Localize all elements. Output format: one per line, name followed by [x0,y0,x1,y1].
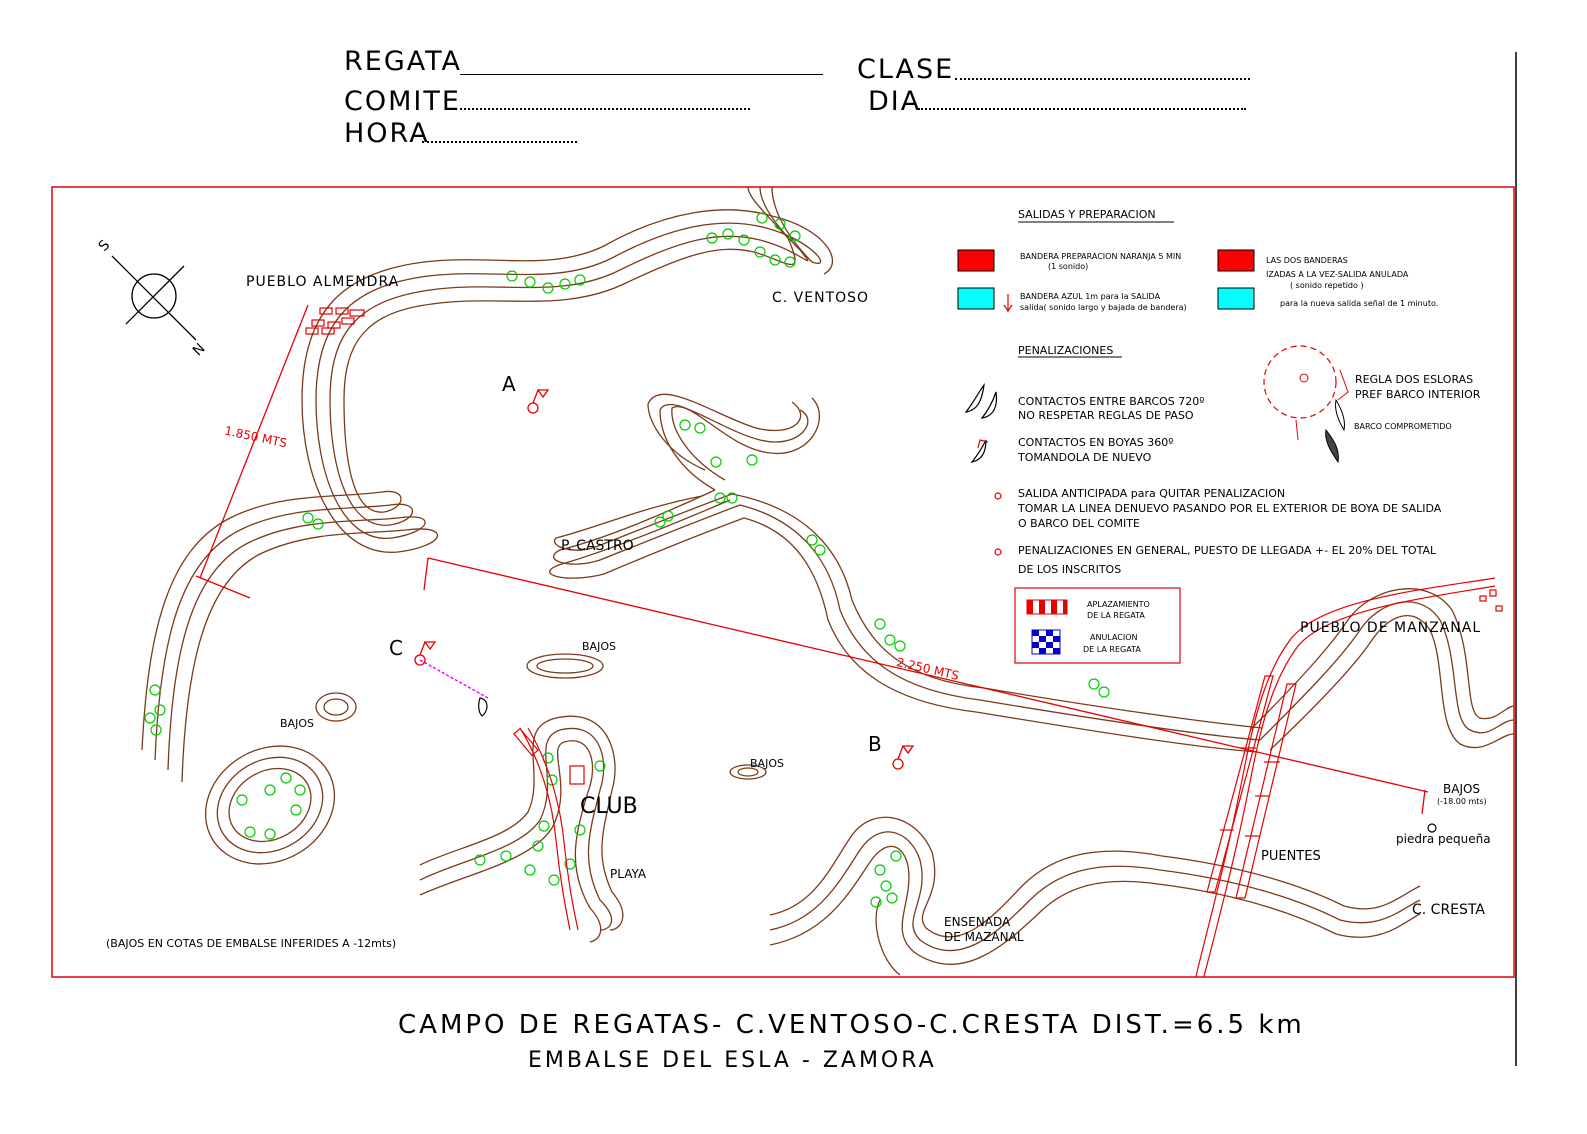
island-south-west [204,745,336,865]
label-buoy-c: C [389,636,403,660]
anulacion-flag-icon [1031,629,1061,655]
south-shore [769,816,1421,976]
map-frame [51,186,1515,978]
bridges [513,675,1297,899]
label-bajos-note: (BAJOS EN COTAS DE EMBALSE INFERIDES A -… [106,937,397,950]
clase-field[interactable] [955,78,1250,80]
label-buoy-b: B [868,732,882,756]
distance-lines [195,304,1429,815]
label-playa: PLAYA [610,867,647,881]
flag-both-red-icon [1217,249,1255,272]
label-bajos: BAJOS [280,717,314,730]
buoy-boat-icon [970,439,987,463]
bullet-icon [994,548,1002,556]
hora-field[interactable] [422,141,577,143]
legend-contactos-boyas: CONTACTOS EN BOYAS 360º [1018,436,1174,449]
label-puentes: PUENTES [1261,849,1321,864]
footer-subtitle: EMBALSE DEL ESLA - ZAMORA [528,1048,937,1073]
sail-boats-icon [964,382,998,419]
pueblo-almendra-houses [305,307,365,335]
legend-tomar-linea: TOMAR LA LINEA DENUEVO PASANDO POR EL EX… [1018,502,1442,515]
north-shore [141,186,834,783]
legend-anulacion: ANULACION [1090,633,1138,642]
regata-field[interactable] [460,74,823,75]
club-building [569,765,585,785]
aplazamiento-flag-icon [1026,599,1068,615]
legend-dos-banderas: LAS DOS BANDERAS [1266,256,1348,265]
legend-salidas-title: SALIDAS Y PREPARACION [1018,208,1156,221]
bullet-icon [994,492,1002,500]
legend-azul: BANDERA AZUL 1m para la SALIDA [1020,292,1161,301]
buoy-a [527,389,550,414]
label-pueblo-manzanal: PUEBLO DE MANZANAL [1300,620,1482,636]
island-bajos-small [729,764,767,780]
pueblo-manzanal-houses [1479,589,1503,612]
legend-salida-anticipada: SALIDA ANTICIPADA para QUITAR PENALIZACI… [1018,487,1286,500]
start-line [419,659,489,699]
legend-penalizaciones-title: PENALIZACIONES [1018,344,1114,357]
label-c-cresta: C. CRESTA [1412,902,1485,918]
label-bajos: BAJOS [750,757,784,770]
committee-boat [478,697,488,717]
legend-dos-banderas-sub2: ( sonido repetido ) [1290,281,1364,290]
clase-label: CLASE [857,54,955,85]
buoy-c [414,641,437,666]
comite-field[interactable] [455,108,750,110]
legend-inscritos: DE LOS INSCRITOS [1018,563,1122,576]
label-bajos: BAJOS [1443,782,1481,796]
comite-label: COMITE [344,86,461,117]
label-buoy-a: A [502,372,516,396]
signals-box [1014,587,1181,664]
legend-anulacion-2: DE LA REGATA [1083,645,1141,654]
legend-aplazamiento-2: DE LA REGATA [1087,611,1145,620]
two-lengths-diagram [1263,345,1349,464]
buoys [414,389,915,770]
legend-nueva-salida: para la nueva salida señal de 1 minuto. [1280,299,1439,308]
legend-dos-banderas-sub: IZADAS A LA VEZ-SALIDA ANULADA [1266,270,1409,279]
legend-tomandola: TOMANDOLA DE NUEVO [1018,451,1152,464]
compass [111,255,197,341]
label-c-ventoso: C. VENTOSO [772,290,870,306]
legend-barco-comite: O BARCO DEL COMITE [1018,517,1140,530]
dia-label: DIA [868,86,922,117]
label-de-mazanal: DE MAZANAL [944,930,1024,944]
shorelines [141,186,1515,976]
club-peninsula [419,715,624,943]
legend-pref-barco: PREF BARCO INTERIOR [1355,388,1481,401]
hora-label: HORA [344,118,430,149]
flag-blue-icon [957,287,995,310]
regata-label: REGATA [344,46,462,77]
label-bajos-depth: (-18.00 mts) [1437,797,1487,806]
buoy-b [892,745,915,770]
dia-field[interactable] [918,108,1246,110]
piedra-icon [1427,823,1437,833]
island-bajos-center [526,653,604,679]
castro-peninsula [549,393,1263,753]
label-pueblo-almendra: PUEBLO ALMENDRA [246,274,400,290]
flag-orange-icon [957,249,995,272]
manzanal-shore [1249,588,1515,751]
label-piedra: piedra pequeña [1396,832,1491,846]
trees [144,212,1110,908]
label-club: CLUB [580,794,638,819]
flag-both-cyan-icon [1217,287,1255,310]
legend-contactos-barcos: CONTACTOS ENTRE BARCOS 720º [1018,395,1205,408]
legend-azul-sub: salida( sonido largo y bajada de bandera… [1020,303,1187,312]
legend-preparacion-sub: (1 sonido) [1048,262,1089,271]
label-ensenada: ENSENADA [944,915,1011,929]
label-p-castro: P. CASTRO [561,538,634,554]
legend-aplazamiento: APLAZAMIENTO [1087,600,1150,609]
legend-pen-general: PENALIZACIONES EN GENERAL, PUESTO DE LLE… [1018,544,1437,557]
legend-no-respetar: NO RESPETAR REGLAS DE PASO [1018,409,1194,422]
legend-preparacion: BANDERA PREPARACION NARANJA 5 MIN [1020,252,1182,261]
legend-barco-comprometido: BARCO COMPROMETIDO [1354,422,1452,431]
legend-regla-esloras: REGLA DOS ESLORAS [1355,373,1474,386]
footer-title: CAMPO DE REGATAS- C.VENTOSO-C.CRESTA DIS… [398,1010,1305,1040]
island-bajos-west [315,692,357,722]
label-bajos: BAJOS [582,640,616,653]
